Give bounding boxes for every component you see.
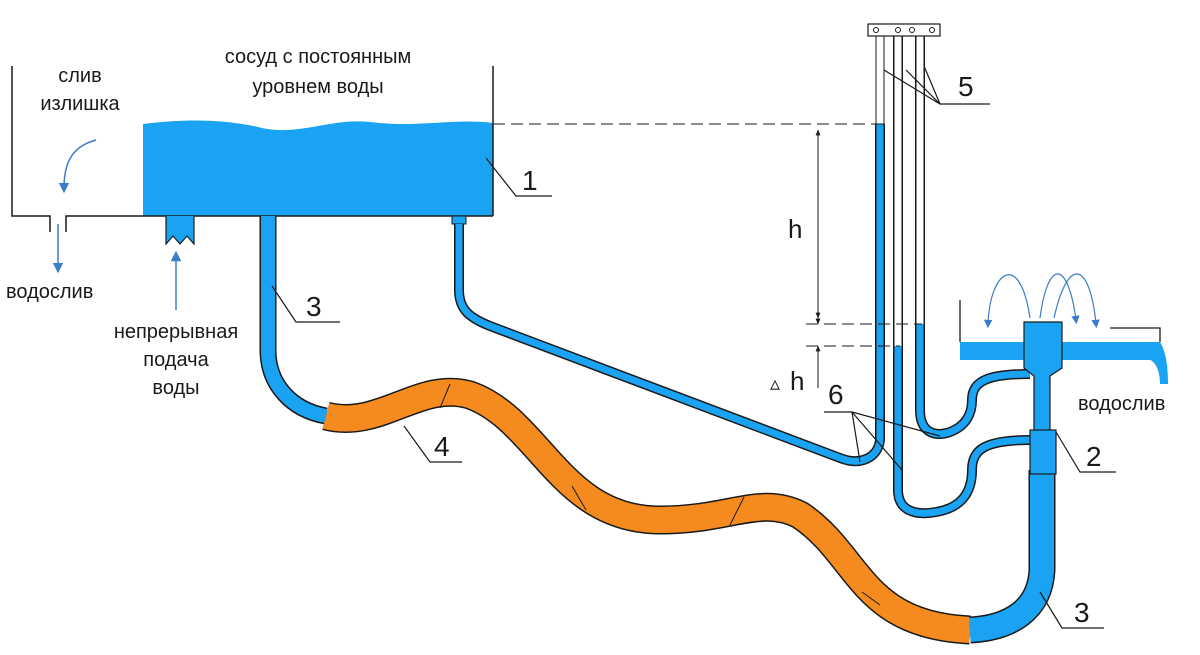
drain-label-right: водослив <box>1078 393 1165 415</box>
connecting-tube <box>454 124 885 467</box>
overflow-arrow <box>58 139 97 194</box>
overflow-label-line1: слив <box>58 65 101 87</box>
drain-label-left: водослив <box>6 281 93 303</box>
supply-label-line1: непрерывная <box>114 321 238 343</box>
overflow-label-line2: излишка <box>40 93 120 115</box>
callout-3-left: 3 <box>306 291 322 322</box>
callout-2: 2 <box>1086 441 1102 472</box>
height-label-h: h <box>788 214 802 244</box>
dimension-lines <box>493 123 922 388</box>
device-2 <box>959 273 1168 475</box>
callout-4: 4 <box>434 431 450 462</box>
tube-3-right <box>968 470 1056 644</box>
vessel-water <box>143 120 493 216</box>
supply-label-line2: подача <box>143 349 209 371</box>
delta-symbol: ▵ <box>770 373 780 395</box>
spray-arrow-right <box>1053 273 1100 329</box>
callout-6: 6 <box>828 379 844 410</box>
vessel-label-line1: сосуд с постоянным <box>225 46 412 68</box>
constant-level-vessel <box>11 66 494 246</box>
spray-arrow-center <box>1039 273 1080 325</box>
callout-leaders <box>271 65 1116 629</box>
rubber-hose-4 <box>322 377 971 645</box>
delta-h-label: h <box>790 366 804 396</box>
supply-label-line3: воды <box>152 377 199 399</box>
vessel-label-line2: уровнем воды <box>252 76 383 98</box>
tube-3-left <box>259 216 328 425</box>
piezometers-5 <box>867 23 1031 519</box>
spray-arrow-left <box>983 274 1031 329</box>
callout-5: 5 <box>958 71 974 102</box>
callout-1: 1 <box>522 165 538 196</box>
callout-3-right: 3 <box>1074 597 1090 628</box>
